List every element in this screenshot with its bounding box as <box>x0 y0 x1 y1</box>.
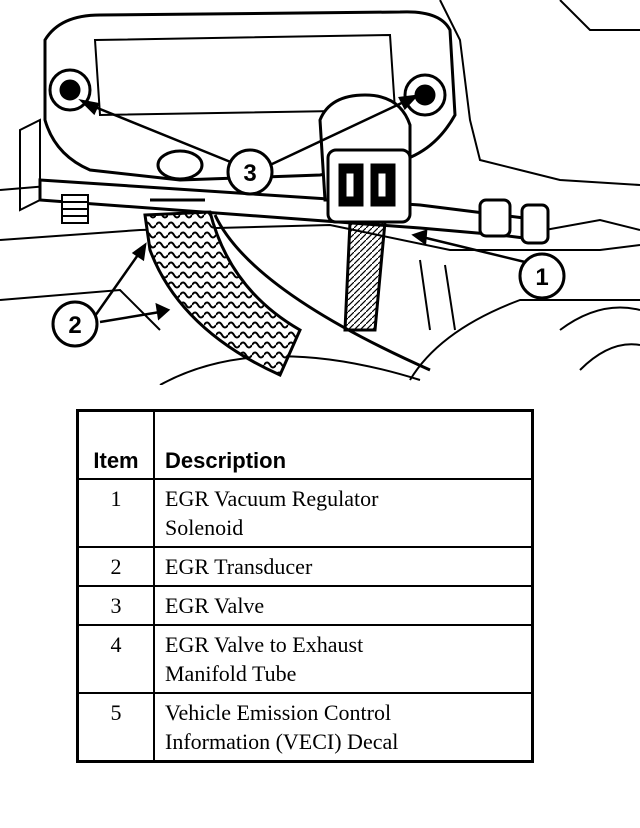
description-line: Manifold Tube <box>165 661 297 686</box>
description-line: Solenoid <box>165 515 244 540</box>
item-number: 1 <box>76 478 155 548</box>
vacuum-regulator-solenoid <box>318 93 412 332</box>
callout-2: 2 <box>51 300 99 348</box>
engine-diagram: 1 2 3 <box>0 0 640 385</box>
callout-1-label: 1 <box>535 264 548 291</box>
description-line: Vehicle Emission Control <box>165 700 392 725</box>
item-number: 3 <box>76 585 155 626</box>
description-line: EGR Transducer <box>165 554 313 579</box>
leader-lines <box>78 94 526 324</box>
item-description: EGR Transducer <box>153 546 534 587</box>
callout-2-label: 2 <box>68 312 81 339</box>
column-header-item: Item <box>76 409 155 480</box>
stud-bolt <box>61 194 89 224</box>
item-number: 2 <box>76 546 155 587</box>
table-row: 2 EGR Transducer <box>76 546 534 587</box>
description-line: EGR Valve to Exhaust <box>165 632 364 657</box>
description-line: Information (VECI) Decal <box>165 729 399 754</box>
item-number: 5 <box>76 692 155 763</box>
tube <box>38 178 550 245</box>
column-header-description: Description <box>153 409 534 480</box>
item-number: 4 <box>76 624 155 694</box>
bolt-right <box>403 73 447 117</box>
callout-3: 3 <box>226 148 274 196</box>
callout-3-label: 3 <box>243 160 256 187</box>
item-description: EGR Valve <box>153 585 534 626</box>
legend-header-row: Item Description <box>76 409 534 480</box>
callout-1: 1 <box>518 252 566 300</box>
description-line: EGR Vacuum Regulator <box>165 486 379 511</box>
description-line: EGR Valve <box>165 593 265 618</box>
transducer-hose <box>143 198 431 377</box>
table-row: 3 EGR Valve <box>76 585 534 626</box>
